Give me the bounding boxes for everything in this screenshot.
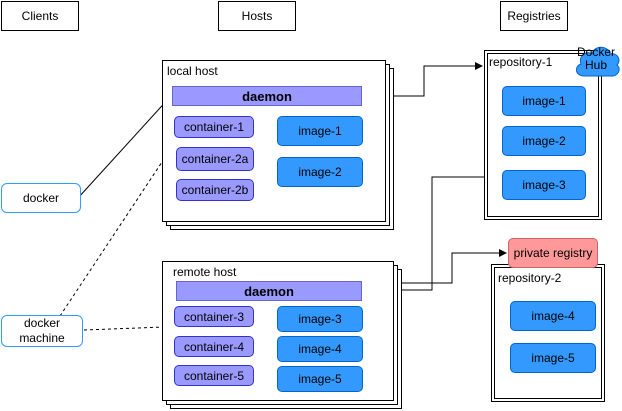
repo1-image-1-label: image-1 xyxy=(522,94,566,108)
local-daemon[interactable]: daemon xyxy=(172,86,362,106)
remote-daemon-label: daemon xyxy=(244,283,294,299)
container-1-label: container-1 xyxy=(183,120,245,134)
container-4[interactable]: container-4 xyxy=(174,336,254,357)
repo2-image-5-label: image-5 xyxy=(531,351,575,365)
local-image-1-label: image-1 xyxy=(298,124,342,138)
repo2-image-5[interactable]: image-5 xyxy=(510,343,596,373)
local-daemon-label: daemon xyxy=(242,88,292,104)
container-5[interactable]: container-5 xyxy=(174,365,254,386)
private-registry-label: private registry xyxy=(513,246,593,260)
repo1-image-1[interactable]: image-1 xyxy=(502,86,586,116)
remote-daemon-to-private-registry xyxy=(362,249,507,284)
container-4-label: container-4 xyxy=(183,339,245,354)
remote-image-4[interactable]: image-4 xyxy=(277,336,363,362)
repo2-image-4[interactable]: image-4 xyxy=(510,301,596,331)
remote-host-label: remote host xyxy=(173,265,237,279)
registries-header: Registries xyxy=(500,1,568,31)
remote-image-4-label: image-4 xyxy=(298,342,342,356)
docker-hub-cloud-icon xyxy=(576,46,620,77)
repository-2-label: repository-2 xyxy=(498,271,562,285)
private-registry[interactable]: private registry xyxy=(508,238,598,268)
docker-hub-label-line2: Hub xyxy=(584,58,607,72)
local-image-2[interactable]: image-2 xyxy=(277,157,363,187)
remote-image-3-label: image-3 xyxy=(298,312,342,326)
machine-to-local-dashed xyxy=(59,161,163,317)
clients-header: Clients xyxy=(1,1,79,31)
repo1-image-3[interactable]: image-3 xyxy=(502,170,586,200)
machine-to-remote-dashed xyxy=(83,326,165,331)
repo1-image-2-label: image-2 xyxy=(522,134,566,148)
remote-image-3[interactable]: image-3 xyxy=(277,306,363,332)
container-3[interactable]: container-3 xyxy=(174,306,254,327)
repo1-image-3-label: image-3 xyxy=(522,178,566,192)
remote-daemon[interactable]: daemon xyxy=(176,281,362,301)
local-host-label: local host xyxy=(167,64,218,78)
docker-machine-label-line1: docker xyxy=(23,316,61,330)
container-1[interactable]: container-1 xyxy=(174,116,254,138)
container-2a-label: container-2a xyxy=(181,152,249,166)
repository-2: repository-2 xyxy=(494,267,602,399)
docker-machine-client[interactable]: docker machine xyxy=(1,315,83,347)
hosts-header: Hosts xyxy=(218,1,296,31)
remote-image-5-label: image-5 xyxy=(298,372,342,386)
container-3-label: container-3 xyxy=(183,309,245,324)
repo2-image-4-label: image-4 xyxy=(531,309,575,323)
local-image-2-label: image-2 xyxy=(298,165,342,179)
container-2b[interactable]: container-2b xyxy=(176,179,254,201)
clients-header-label: Clients xyxy=(21,9,59,23)
container-2b-label: container-2b xyxy=(181,183,249,197)
docker-hub-badge: Docker Hub xyxy=(572,43,620,75)
docker-to-daemon-line xyxy=(77,96,171,199)
container-2a[interactable]: container-2a xyxy=(176,147,254,171)
local-image-1[interactable]: image-1 xyxy=(277,116,363,146)
docker-client-label: docker xyxy=(22,190,60,205)
docker-client[interactable]: docker xyxy=(1,183,81,213)
docker-machine-label-line2: machine xyxy=(19,331,65,345)
hosts-header-label: Hosts xyxy=(241,9,273,23)
remote-image-5[interactable]: image-5 xyxy=(277,366,363,392)
container-5-label: container-5 xyxy=(183,368,245,383)
repository-1-label: repository-1 xyxy=(489,55,553,69)
docker-hub-label-line1: Docker xyxy=(576,45,615,59)
registries-header-label: Registries xyxy=(507,9,561,23)
repo1-image-2[interactable]: image-2 xyxy=(502,126,586,156)
